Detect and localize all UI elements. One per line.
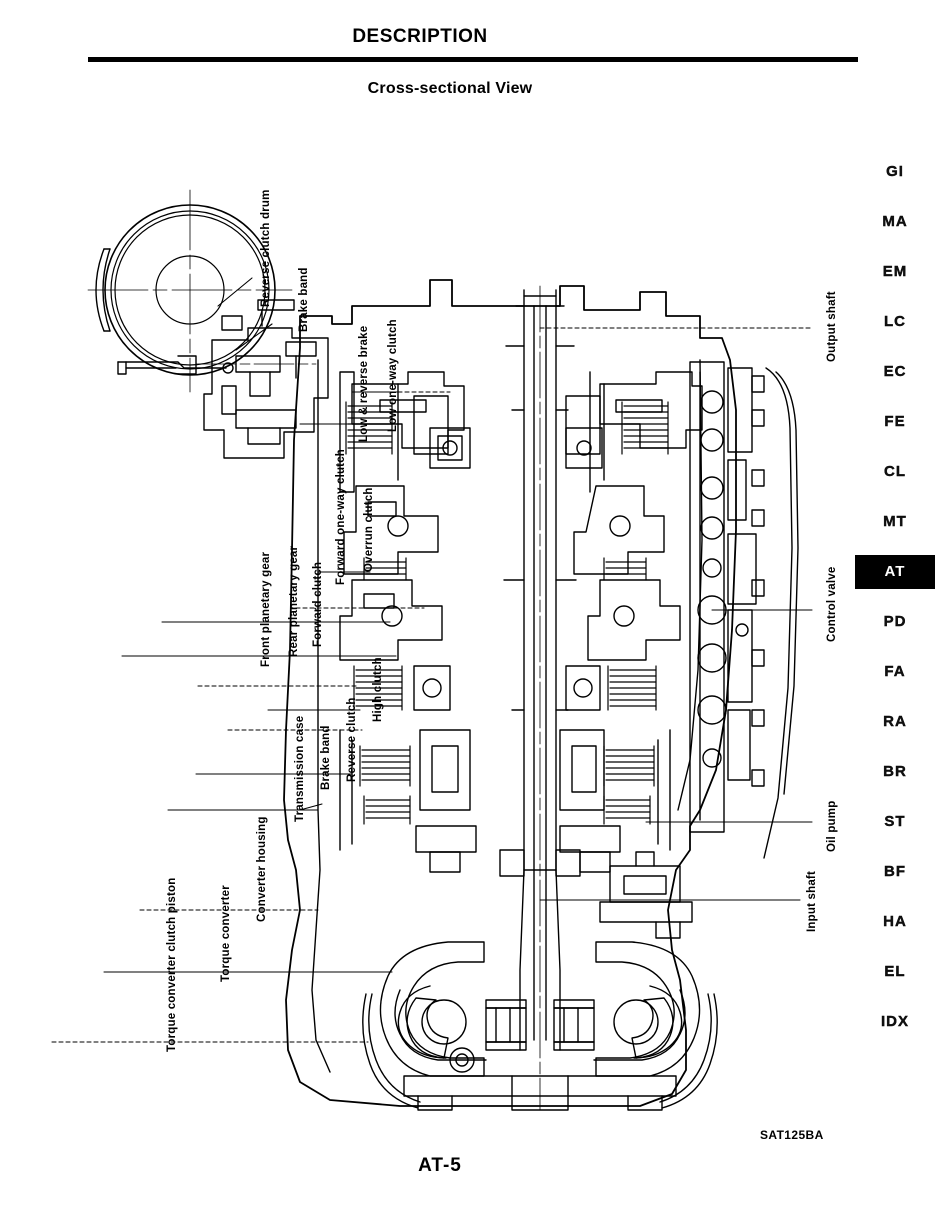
high-clutch-plates [359,745,411,787]
input-output-shaft-assembly [499,285,581,1111]
section-tab-mt[interactable]: MT [855,505,935,539]
overrun-clutch-plates [363,557,407,581]
callout-input-shaft: Input shaft [806,871,818,932]
section-tab-label: BR [883,763,907,780]
section-tab-label: FA [884,663,906,680]
callout-rear-planetary-gear: Rear planetary gear [288,545,300,657]
torque-converter-assembly [362,941,718,1111]
cross-sectional-view-figure: Reverse clutch drum Brake band Low & rev… [0,110,860,1120]
section-tab-label: GI [886,163,904,180]
callout-low-reverse-brake: Low & reverse brake [358,325,370,442]
section-subtitle: Cross-sectional View [367,80,533,97]
forward-clutch-plates [353,665,403,711]
section-tab-label: FE [884,413,906,430]
reverse-clutch-plates [363,795,411,825]
section-tab-label: EM [882,263,908,280]
callout-control-valve: Control valve [826,566,838,642]
callout-front-planetary-gear: Front planetary gear [260,551,272,667]
section-tab-label: HA [883,913,907,930]
left-gear-train-detail [339,371,477,873]
right-gear-train-detail [559,371,703,873]
transmission-case-outline [283,279,737,1107]
callout-reverse-clutch-drum: Reverse clutch drum [260,189,272,307]
section-tab-label: EC [883,363,907,380]
page-title: DESCRIPTION [352,26,488,47]
section-tab-ra[interactable]: RA [855,705,935,739]
section-tab-pd[interactable]: PD [855,605,935,639]
section-tab-fe[interactable]: FE [855,405,935,439]
header-divider [88,57,858,62]
callout-torque-converter: Torque converter [220,885,232,982]
section-tab-ec[interactable]: EC [855,355,935,389]
section-tab-label: MT [883,513,907,530]
callout-oil-pump: Oil pump [826,800,838,852]
section-tab-st[interactable]: ST [855,805,935,839]
section-tab-gi[interactable]: GI [855,155,935,189]
section-tab-fa[interactable]: FA [855,655,935,689]
section-tab-ma[interactable]: MA [855,205,935,239]
section-tab-br[interactable]: BR [855,755,935,789]
section-tab-label: LC [884,313,906,330]
section-tab-label: PD [883,613,907,630]
figure-reference-code: SAT125BA [760,1128,824,1142]
leader-lines [51,277,813,1043]
callout-converter-housing: Converter housing [256,816,268,922]
callout-brake-band: Brake band [320,725,332,790]
callout-forward-one-way-clutch: Forward one-way clutch [335,448,347,585]
page-header: DESCRIPTION [0,0,935,66]
brake-band-drum-inset [87,189,293,393]
section-tab-label: IDX [880,1013,909,1030]
callout-overrun-clutch: Overrun clutch [363,487,375,572]
section-tab-lc[interactable]: LC [855,305,935,339]
section-tab-bf[interactable]: BF [855,855,935,889]
section-tab-el[interactable]: EL [855,955,935,989]
callout-high-clutch: High clutch [372,657,384,722]
section-tab-label: BF [884,863,906,880]
section-tab-rail: GI MA EM LC EC FE CL MT AT PD FA RA BR ST BF HA EL IDX [855,155,935,1075]
transmission-case-inner-wall [311,359,703,1073]
band-servo-assembly-inset [195,299,329,459]
section-tab-label: ST [884,813,906,830]
section-tab-label: MA [882,213,908,230]
callout-low-one-way-clutch: Low one-way clutch [387,319,399,432]
transmission-cross-section-drawing [51,189,813,1111]
control-valve-body [689,361,799,859]
section-tab-idx[interactable]: IDX [855,1005,935,1039]
section-tab-label: RA [883,713,907,730]
callout-output-shaft: Output shaft [826,291,838,362]
callout-brake-band-top: Brake band [298,267,310,332]
section-tab-ha[interactable]: HA [855,905,935,939]
section-tab-em[interactable]: EM [855,255,935,289]
section-tab-cl[interactable]: CL [855,455,935,489]
callout-transmission-case: Transmission case [294,715,306,822]
low-one-way-clutch-detail [429,427,471,469]
section-tab-label: AT [884,563,906,580]
forward-one-way-clutch-detail [413,665,451,711]
section-tab-label: CL [884,463,906,480]
page-number: AT-5 [418,1155,462,1176]
section-tab-at[interactable]: AT [855,555,935,589]
oil-pump-detail [599,851,693,939]
section-tab-label: EL [884,963,906,980]
callout-forward-clutch: Forward clutch [312,561,324,647]
callout-torque-converter-clutch-piston: Torque converter clutch piston [166,877,178,1052]
rear-planetary-gear-detail [339,579,443,661]
callout-reverse-clutch: Reverse clutch [346,697,358,782]
control-valve-ports [697,390,727,768]
front-planetary-gear-detail [343,485,439,575]
